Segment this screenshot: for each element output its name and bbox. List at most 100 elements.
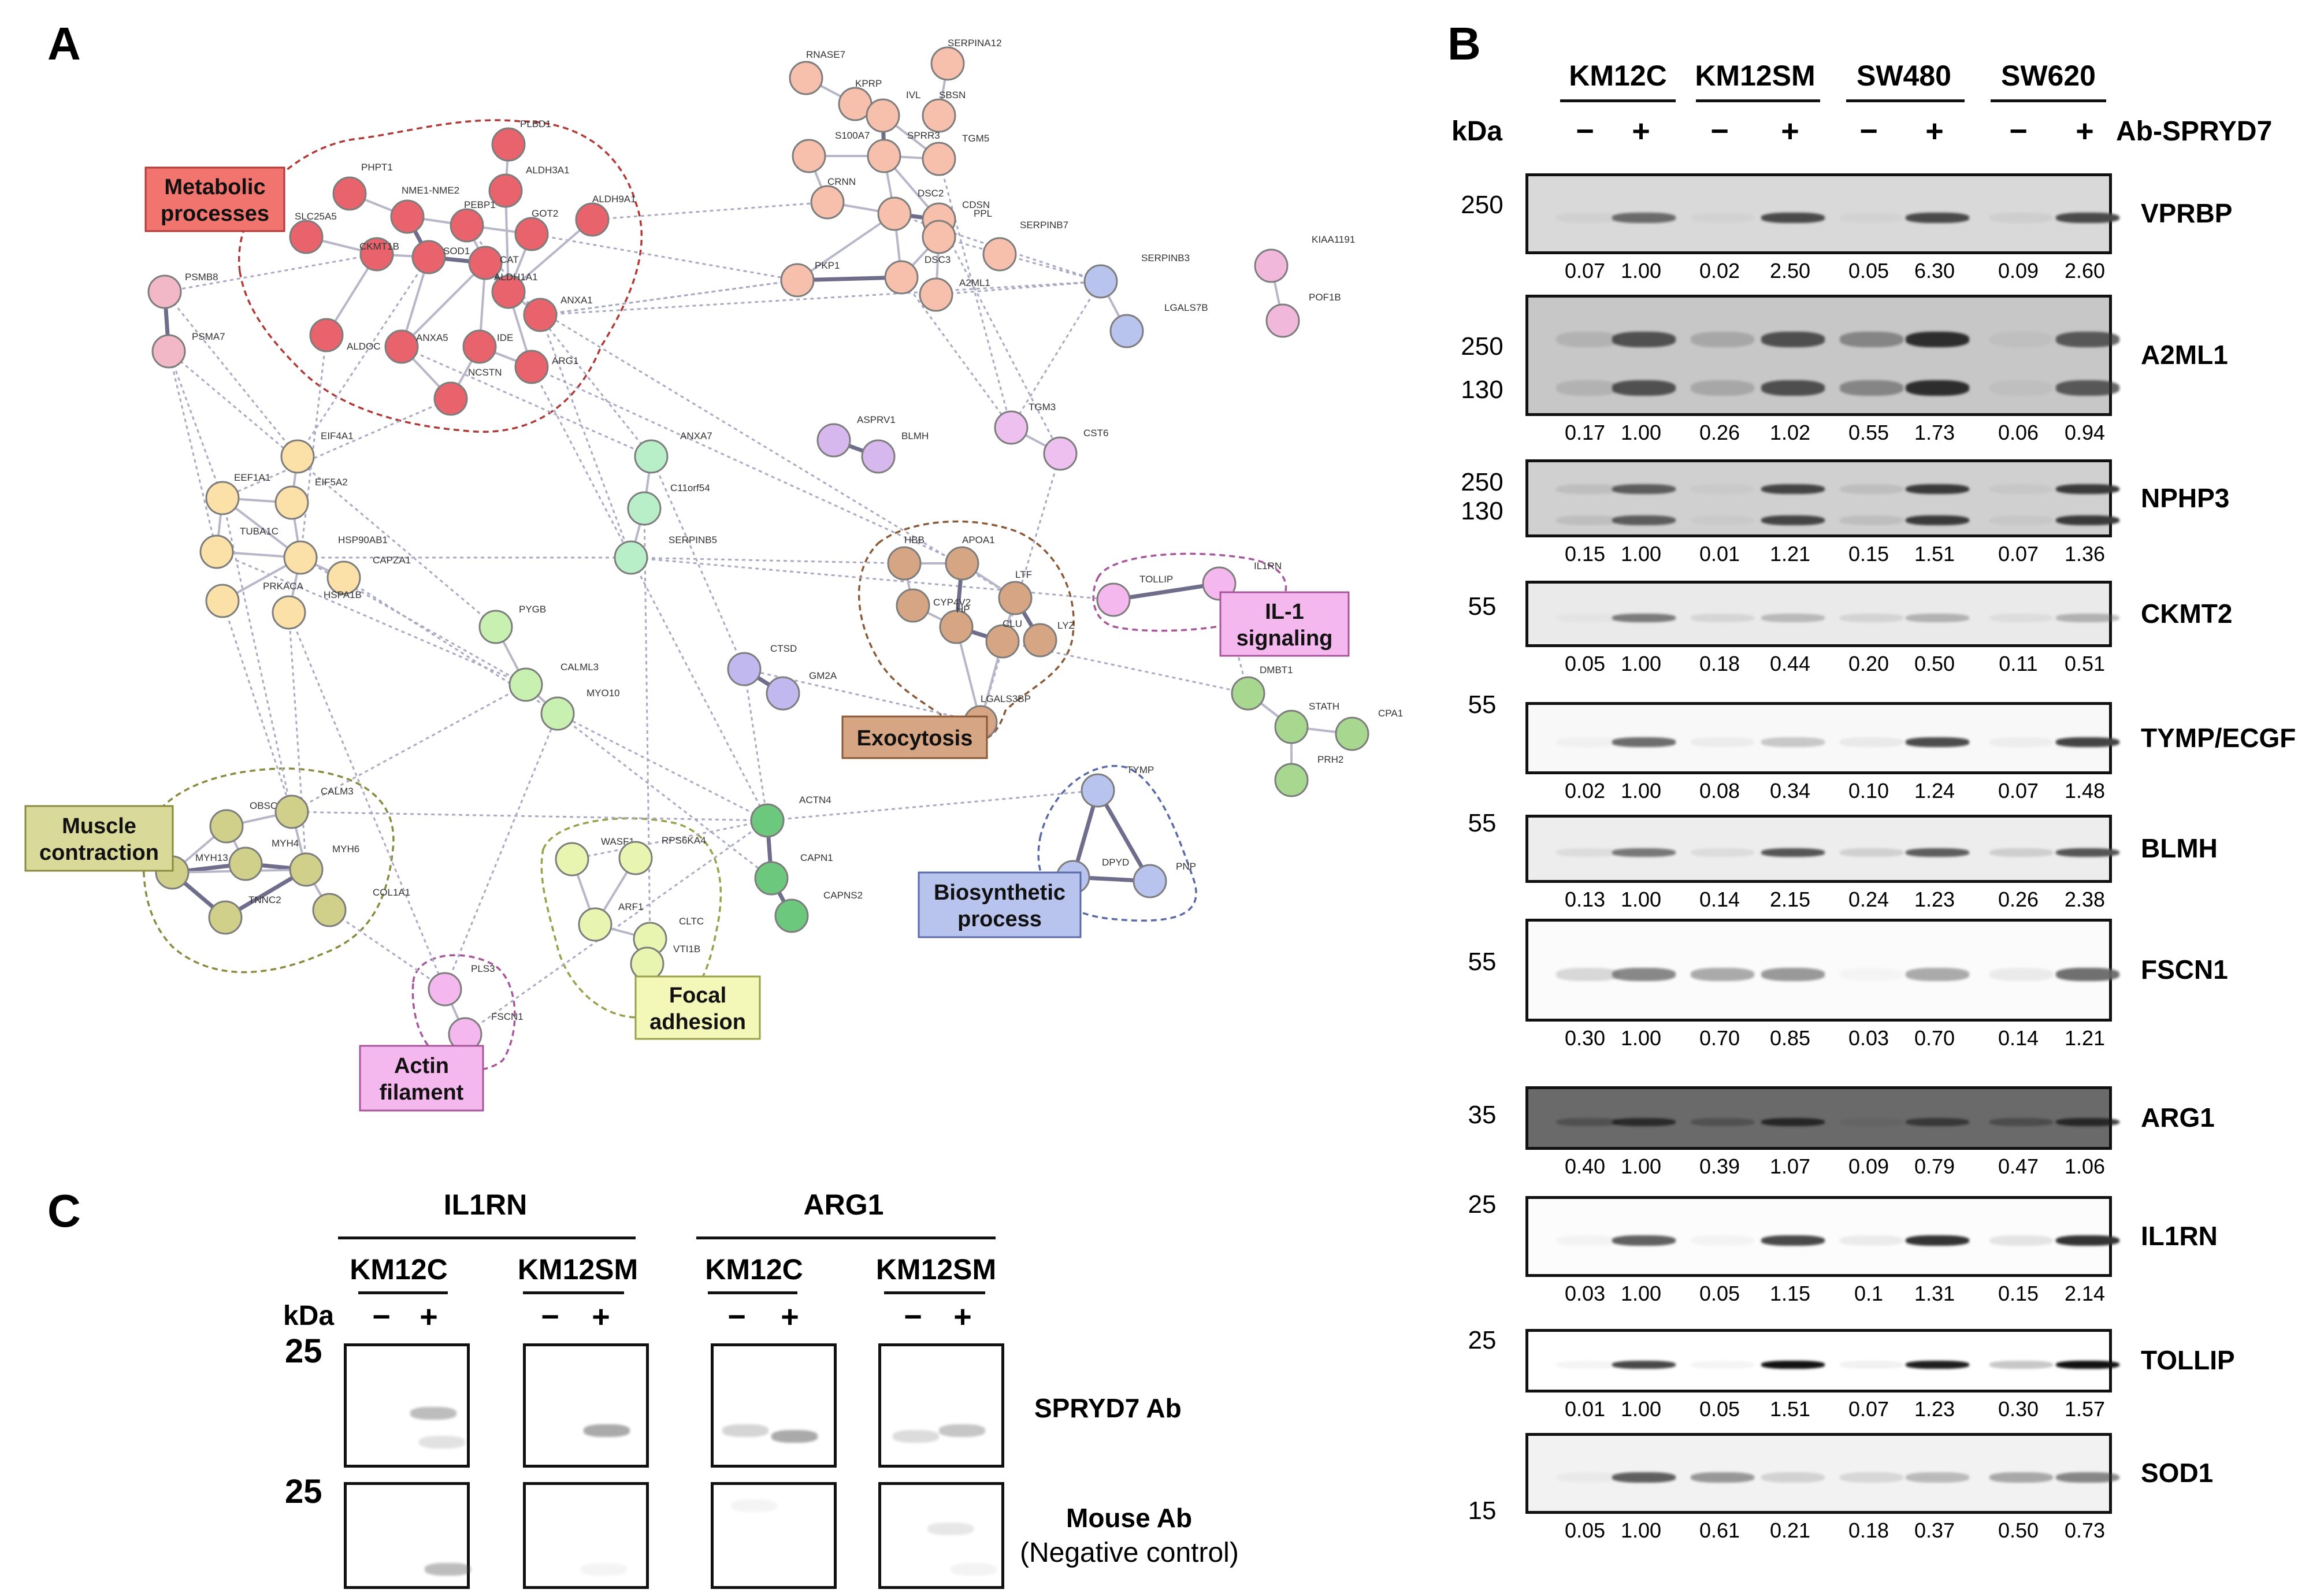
node-label: S100A7 bbox=[835, 130, 870, 141]
blot-band bbox=[1761, 968, 1825, 982]
network-node: C11orf54 bbox=[627, 482, 710, 526]
network-edge bbox=[571, 819, 768, 860]
band-quantification: 1.00 bbox=[1620, 1397, 1662, 1421]
header-underline bbox=[1991, 99, 2106, 102]
node-label: SERPINA12 bbox=[948, 38, 1002, 49]
blot-image bbox=[1525, 1329, 2119, 1393]
node-circle bbox=[1274, 710, 1309, 744]
network-node: BLMH bbox=[861, 430, 929, 474]
blot-band bbox=[1989, 515, 2053, 526]
band-quantification: 0.30 bbox=[1564, 1026, 1606, 1050]
band-quantification: 1.23 bbox=[1914, 1397, 1955, 1421]
protein-label: CKMT2 bbox=[2141, 598, 2233, 629]
minus-sign: − bbox=[541, 1299, 559, 1334]
node-circle bbox=[280, 439, 315, 474]
node-circle bbox=[754, 861, 789, 896]
network-node: ANXA7 bbox=[634, 430, 712, 474]
blot-band bbox=[419, 1436, 465, 1449]
node-label: CST6 bbox=[1083, 428, 1108, 439]
network-node: PEBP1 bbox=[450, 199, 496, 243]
protein-label: IL1RN bbox=[2141, 1221, 2218, 1251]
cluster-label-text: Focal bbox=[669, 983, 726, 1008]
band-quantification: 0.07 bbox=[1998, 542, 2039, 566]
network-node: PLS3 bbox=[428, 963, 495, 1007]
band-quantification: 0.55 bbox=[1848, 421, 1889, 444]
node-label: BLMH bbox=[901, 430, 929, 441]
network-node: WASF1 bbox=[555, 836, 634, 877]
network-node: ARF1 bbox=[578, 901, 643, 942]
node-circle bbox=[884, 260, 919, 295]
blot-band bbox=[1556, 613, 1620, 622]
cluster-label-text: filament bbox=[380, 1080, 464, 1105]
node-label: HSP90AB1 bbox=[338, 534, 388, 545]
blot-band bbox=[1691, 331, 1754, 348]
network-node: ALDH3A1 bbox=[488, 165, 570, 208]
network-node: SBSN bbox=[922, 90, 966, 133]
node-circle bbox=[866, 98, 900, 133]
cluster-hull bbox=[857, 520, 1075, 741]
cell-line-label: KM12SM bbox=[1695, 60, 1816, 92]
cluster-label-box bbox=[634, 975, 761, 1040]
kda-marker: 55 bbox=[1468, 948, 1497, 976]
node-label: TOLLIP bbox=[1139, 574, 1173, 585]
network-node: TUBA1C bbox=[199, 526, 279, 569]
node-label: TGM5 bbox=[962, 133, 989, 144]
node-label: FSCN1 bbox=[491, 1011, 524, 1022]
node-circle bbox=[1254, 248, 1289, 283]
network-node: PYGB bbox=[478, 604, 546, 644]
network-node: PLBD1 bbox=[491, 118, 551, 162]
band-quantification: 0.07 bbox=[1564, 259, 1606, 283]
blot-band bbox=[2056, 484, 2119, 495]
band-quantification: 0.40 bbox=[1564, 1154, 1606, 1178]
band-quantification: 0.14 bbox=[1699, 888, 1740, 911]
panel-c-letter: C bbox=[47, 1185, 81, 1236]
node-label: TYMP bbox=[1127, 764, 1154, 775]
band-quantification: 0.50 bbox=[1998, 1518, 2039, 1542]
blot-band bbox=[1989, 484, 2053, 495]
band-quantification: 1.06 bbox=[2064, 1154, 2106, 1178]
network-edge bbox=[400, 262, 487, 348]
band-quantification: 1.57 bbox=[2064, 1397, 2106, 1421]
node-circle bbox=[272, 595, 306, 630]
blot-band bbox=[1691, 213, 1754, 224]
network-node: COL1A1 bbox=[312, 887, 410, 927]
band-quantification: 0.73 bbox=[2064, 1518, 2106, 1542]
spryd7-ab-blot bbox=[878, 1343, 1004, 1468]
band-quantification: 1.73 bbox=[1914, 421, 1955, 444]
network-node: TYMP bbox=[1081, 764, 1154, 808]
kda-label: kDa bbox=[283, 1301, 335, 1331]
node-circle bbox=[384, 329, 419, 364]
network-node: PSMB8 bbox=[147, 272, 218, 309]
node-label: ALDOC bbox=[347, 341, 381, 352]
network-node: CAPNS2 bbox=[774, 890, 863, 933]
group-label: IL1RN bbox=[443, 1189, 528, 1221]
node-label: CTSD bbox=[770, 643, 797, 654]
cluster-hull bbox=[142, 767, 395, 974]
network-edge bbox=[630, 557, 769, 821]
minus-sign: − bbox=[1576, 114, 1594, 148]
header-underline bbox=[1846, 99, 1965, 102]
blot-band bbox=[1761, 737, 1825, 747]
blot-band bbox=[1761, 380, 1825, 396]
node-label: MYO10 bbox=[586, 688, 620, 699]
node-circle bbox=[774, 898, 809, 933]
node-label: EEF1A1 bbox=[234, 472, 270, 483]
group-underline bbox=[696, 1236, 996, 1239]
minus-sign: − bbox=[2009, 114, 2028, 148]
plus-sign: + bbox=[592, 1299, 610, 1334]
node-label: EIF5A2 bbox=[315, 477, 348, 488]
network-node: ALDH9A1 bbox=[575, 194, 636, 237]
blot-band bbox=[1989, 968, 2053, 982]
node-label: TUBA1C bbox=[240, 526, 279, 537]
band-quantification: 0.26 bbox=[1998, 888, 2039, 911]
node-circle bbox=[985, 624, 1020, 659]
node-label: CYP4V2 bbox=[933, 597, 971, 608]
node-circle bbox=[727, 652, 762, 686]
blot-band bbox=[1761, 848, 1825, 857]
network-node: HSP90AB1 bbox=[283, 534, 388, 575]
node-label: ASPRV1 bbox=[857, 414, 896, 425]
network-edge bbox=[797, 275, 902, 283]
node-circle bbox=[208, 900, 243, 935]
node-circle bbox=[478, 610, 513, 644]
